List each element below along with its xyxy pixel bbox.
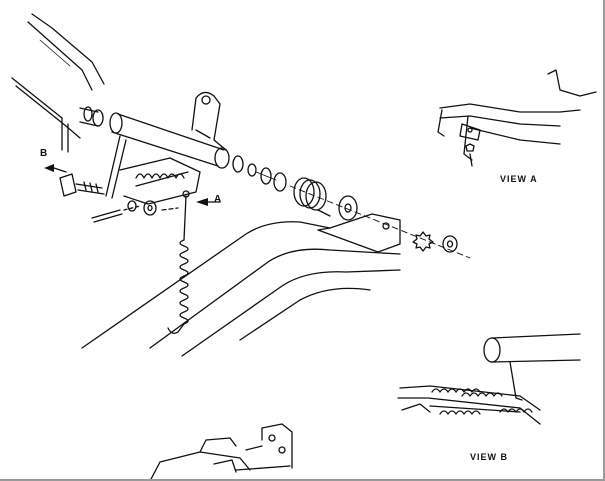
- torsion-spring: [293, 177, 358, 221]
- view-a-label: VIEW A: [500, 174, 538, 184]
- mounting-plate: [317, 213, 458, 253]
- callout-a: A: [214, 194, 222, 205]
- view-a-detail: [437, 69, 597, 167]
- return-spring: [167, 190, 190, 334]
- shaft-centerline: [289, 185, 471, 259]
- frame-rail: [81, 221, 401, 357]
- upper-lever: [191, 91, 227, 151]
- carburetor-partial: [150, 423, 293, 479]
- main-shaft: [79, 106, 287, 192]
- view-b-detail: [397, 333, 581, 425]
- view-b-label: VIEW B: [470, 452, 509, 462]
- frame-bracket: [11, 13, 105, 153]
- callout-arrows: [44, 164, 221, 206]
- throttle-linkage: [59, 135, 201, 223]
- callout-b: B: [40, 148, 48, 159]
